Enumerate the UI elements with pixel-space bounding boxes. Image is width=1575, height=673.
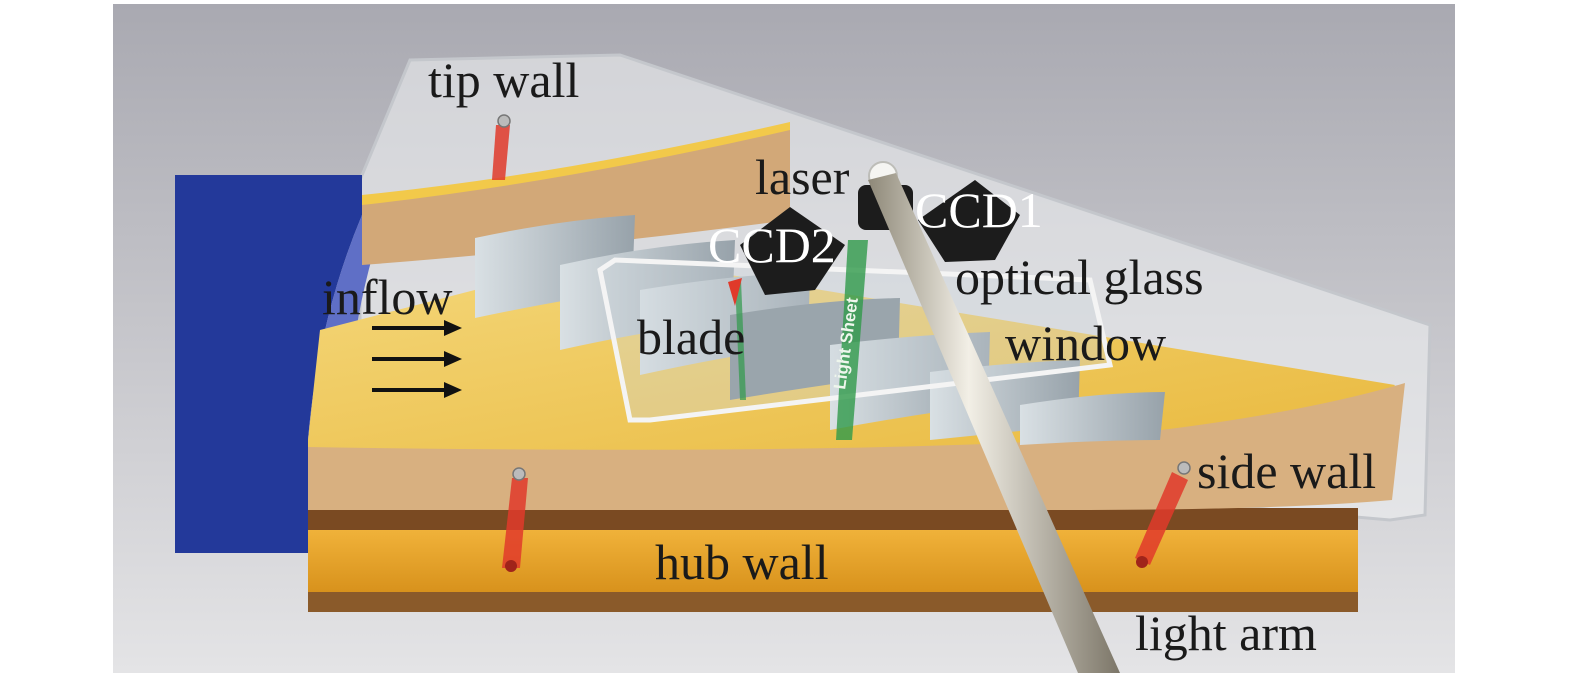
- label-tip-wall: tip wall: [428, 52, 580, 108]
- blade-row: [475, 215, 1165, 445]
- label-inflow: inflow: [322, 269, 453, 325]
- ccd2-camera: [740, 207, 845, 295]
- green-beam: [735, 280, 746, 400]
- label-hub-wall: hub wall: [655, 534, 829, 590]
- label-blade: blade: [637, 309, 746, 365]
- ccd1-camera: [918, 180, 1020, 262]
- pressure-tap-hub: [502, 467, 528, 572]
- label-ccd2: CCD2: [708, 217, 836, 273]
- hub-wall-body: [308, 530, 1358, 592]
- light-arm: [868, 173, 1120, 673]
- inflow-arrows: [372, 320, 462, 398]
- side-wall-back-top: [362, 122, 790, 205]
- side-wall-back: [362, 125, 790, 265]
- label-window: window: [1005, 315, 1167, 371]
- pressure-tap-tip: [492, 114, 511, 180]
- label-ccd1: CCD1: [915, 182, 1043, 238]
- label-laser: laser: [755, 149, 850, 205]
- label-optical-glass: optical glass: [955, 249, 1204, 305]
- blade-shape: [1020, 392, 1165, 445]
- label-light-arm: light arm: [1135, 605, 1317, 661]
- pressure-tap-side: [1135, 461, 1191, 568]
- light-sheet: [836, 240, 868, 440]
- hub-wall-bottom-band: [308, 592, 1358, 612]
- hub-wall-brown-band: [308, 508, 1358, 530]
- label-side-wall: side wall: [1197, 443, 1377, 499]
- inlet-block: [175, 175, 362, 553]
- side-wall-front: [308, 383, 1405, 510]
- ccd2-beam: [728, 278, 742, 306]
